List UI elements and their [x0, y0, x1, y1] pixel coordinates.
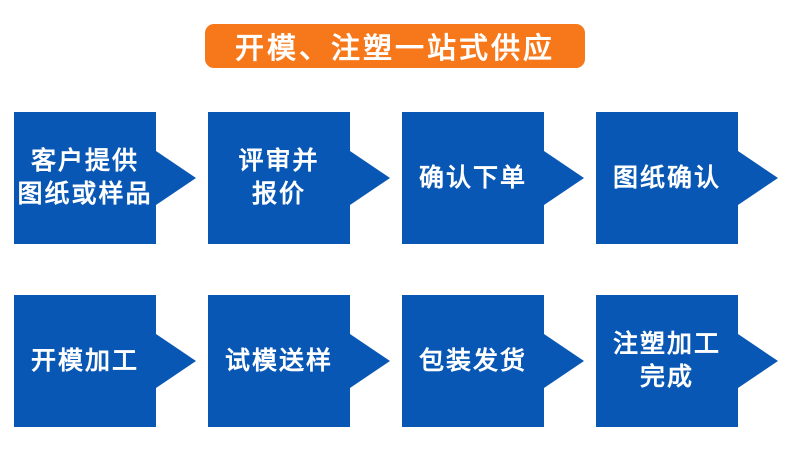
flow-step-injection-complete: 注塑加工 完成	[596, 295, 778, 427]
flow-step-label: 开模加工	[30, 346, 139, 375]
flow-step-mold-processing: 开模加工	[14, 295, 196, 427]
arrow-right-icon	[544, 151, 584, 205]
flow-step-label: 图纸确认	[612, 163, 721, 192]
flow-step-label: 注塑加工 完成	[612, 330, 721, 391]
arrow-right-icon	[350, 334, 390, 388]
flow-step-label: 评审并 报价	[238, 147, 320, 208]
arrow-right-icon	[156, 151, 196, 205]
arrow-right-icon	[156, 334, 196, 388]
flow-step-confirm-order: 确认下单	[402, 112, 584, 244]
flow-step-trial-mold-sample: 试模送样	[208, 295, 390, 427]
flow-diagram-page: 开模、注塑一站式供应 客户提供 图纸或样品 评审并 报价 确认下单 图纸确认 开…	[0, 24, 790, 460]
flow-step-customer-provides-drawings: 客户提供 图纸或样品	[14, 112, 196, 244]
flow-step-label: 包装发货	[418, 346, 527, 375]
flow-step-review-and-quote: 评审并 报价	[208, 112, 390, 244]
flow-step-label: 客户提供 图纸或样品	[17, 147, 153, 208]
banner: 开模、注塑一站式供应	[204, 24, 585, 68]
flow-step-label: 确认下单	[418, 163, 527, 192]
flow-step-packing-shipping: 包装发货	[402, 295, 584, 427]
flow-row-1: 客户提供 图纸或样品 评审并 报价 确认下单 图纸确认	[0, 112, 790, 244]
flow-step-drawing-confirmation: 图纸确认	[596, 112, 778, 244]
arrow-right-icon	[350, 151, 390, 205]
flow-row-2: 开模加工 试模送样 包装发货 注塑加工 完成	[0, 295, 790, 427]
banner-title: 开模、注塑一站式供应	[234, 33, 555, 65]
flow-step-label: 试模送样	[224, 346, 333, 375]
arrow-right-icon	[738, 151, 778, 205]
arrow-right-icon	[738, 334, 778, 388]
arrow-right-icon	[544, 334, 584, 388]
